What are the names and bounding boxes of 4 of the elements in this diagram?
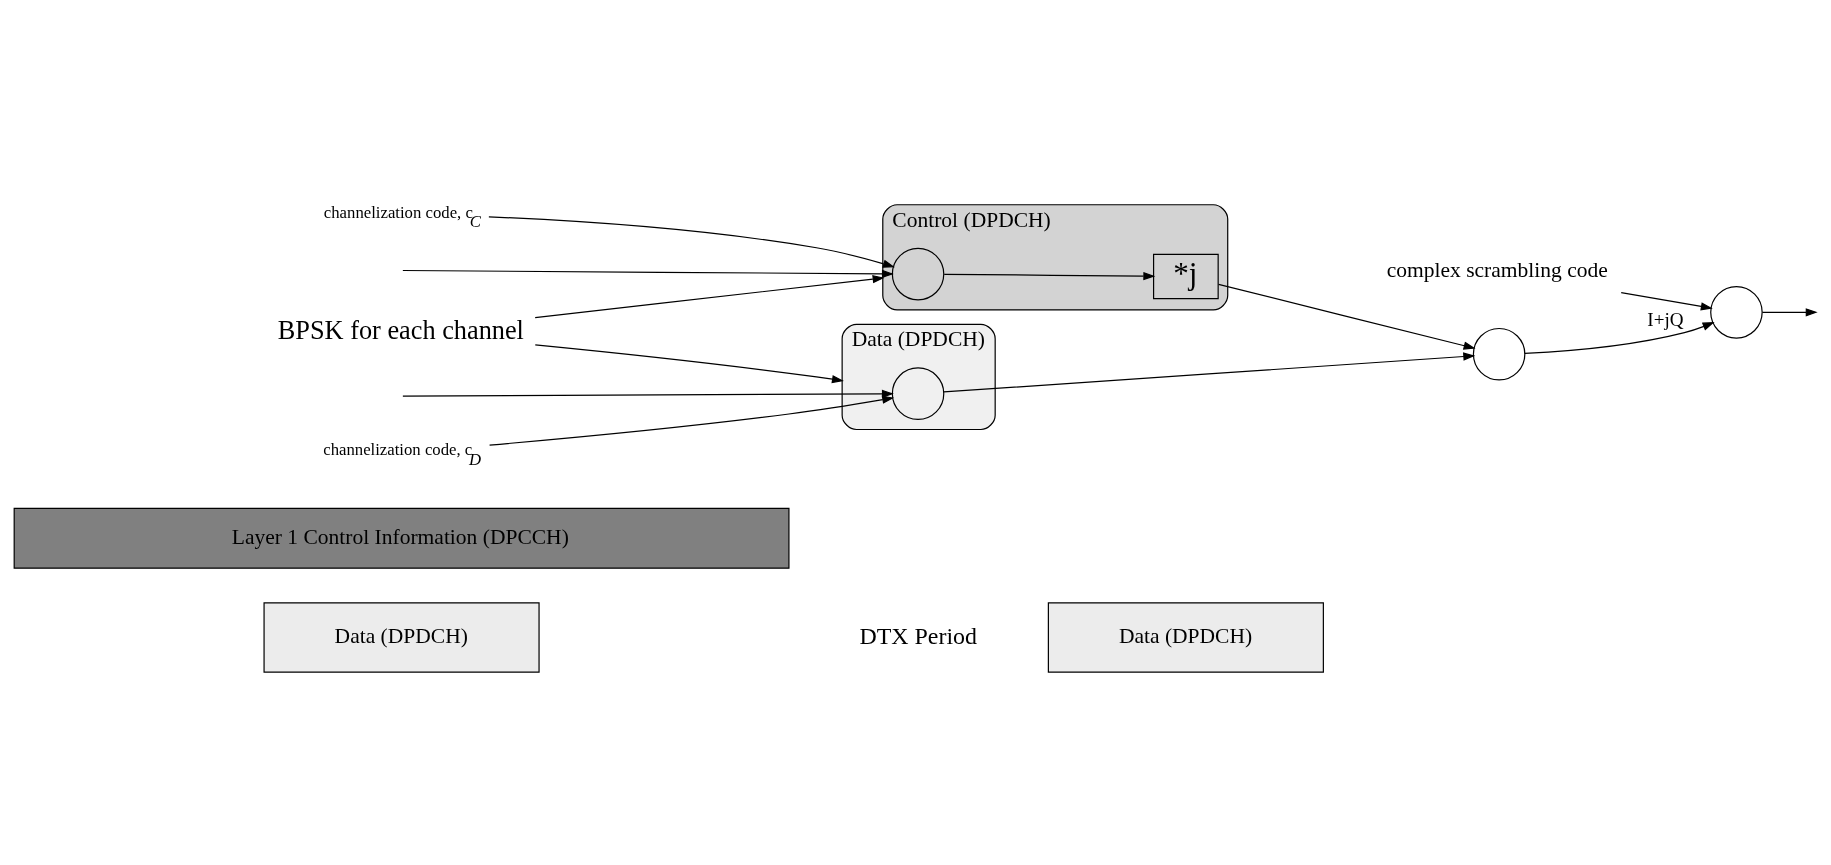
node-text: complex scrambling code xyxy=(1386,257,1608,282)
node-text: BPSK for each channel xyxy=(277,316,524,346)
edge-label: I+jQ xyxy=(1647,309,1684,331)
label: DTX Period xyxy=(859,622,978,649)
